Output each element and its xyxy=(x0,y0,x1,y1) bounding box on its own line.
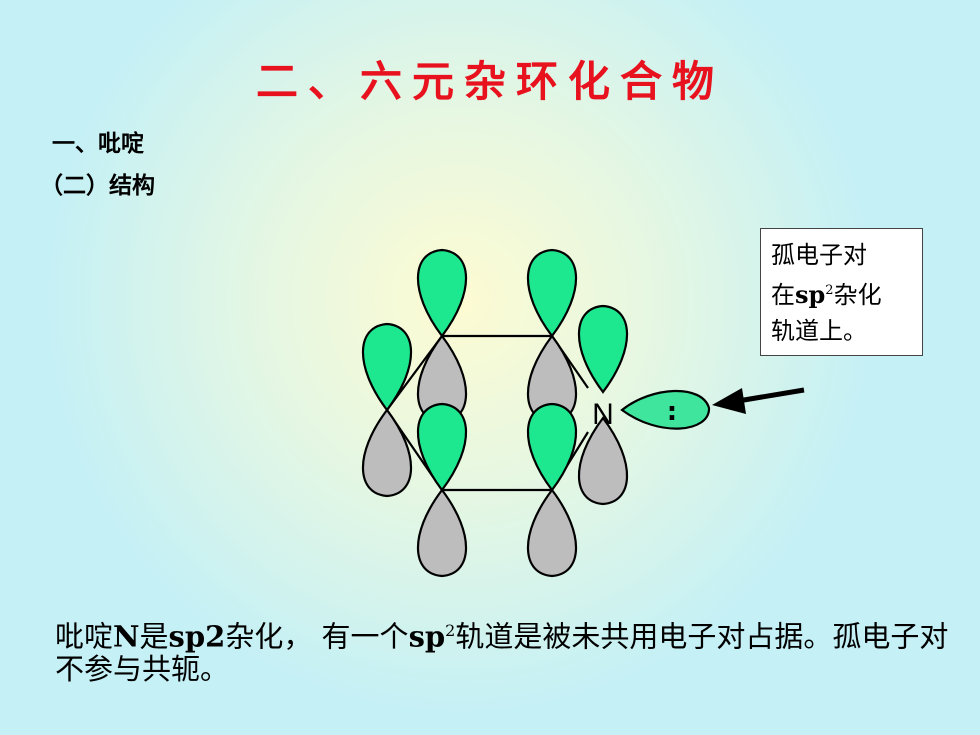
p-lobe-top xyxy=(577,304,629,394)
p-orbitals-back xyxy=(361,248,629,506)
subsection-heading: （二）结构 xyxy=(40,173,155,199)
p-lobe-top xyxy=(361,322,413,412)
p-lobe-bottom xyxy=(526,488,578,578)
p-lobe-top xyxy=(416,248,468,338)
section-heading: 一、吡啶 xyxy=(52,131,144,157)
lone-pair-dots: : xyxy=(667,397,677,427)
sp2-orbital xyxy=(620,389,711,430)
callout-line: 在sp2杂化 xyxy=(771,280,882,309)
pointer-arrow-icon xyxy=(712,387,805,414)
page-title: 二、六元杂环化合物 xyxy=(255,57,724,106)
callout-line: 孤电子对 xyxy=(771,241,867,269)
p-lobe-bottom xyxy=(416,488,468,578)
p-lobe-top xyxy=(526,248,578,338)
p-lobe-top xyxy=(416,402,468,492)
callout-line: 轨道上。 xyxy=(771,317,867,345)
p-lobe-top xyxy=(526,402,578,492)
nitrogen-label: N xyxy=(592,398,614,431)
p-lobe-bottom xyxy=(361,408,413,498)
lone-pair-callout: 孤电子对 在sp2杂化 轨道上。 xyxy=(760,228,923,356)
caption-text: 吡啶N是sp2杂化， 有一个sp2轨道是被未共用电子对占据。孤电子对不参与共轭。 xyxy=(55,619,949,686)
